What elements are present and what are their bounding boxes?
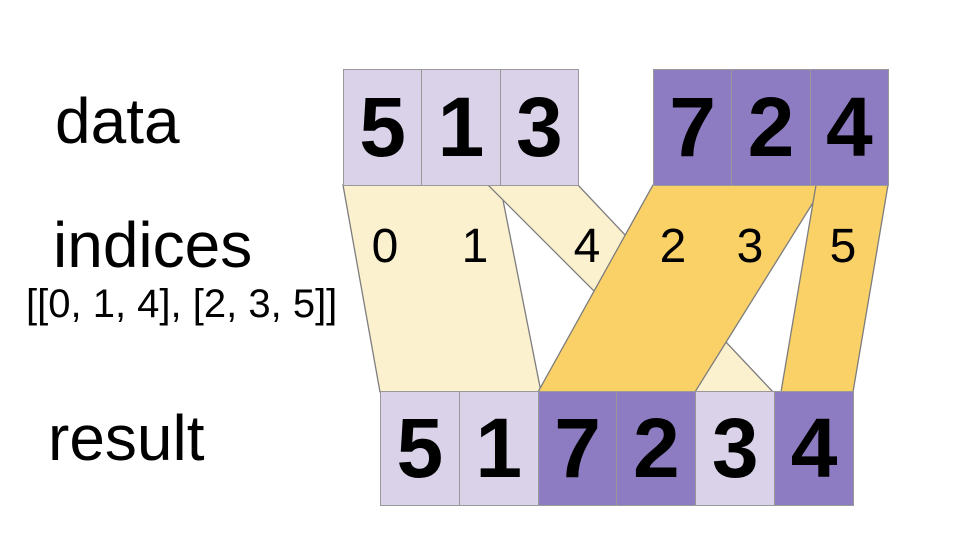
data-cell-g2-2: 4	[810, 70, 888, 185]
data-cell-g1-2: 3	[500, 70, 578, 185]
result-cell-2: 7	[538, 392, 618, 505]
result-cell-0: 5	[381, 392, 460, 505]
result-label: result	[48, 402, 205, 474]
result-cell-3: 2	[617, 392, 697, 505]
result-cell-4: 3	[696, 392, 776, 505]
indices-value-text: [[0, 1, 4], [2, 3, 5]]	[26, 282, 338, 326]
data-cell-g2-1: 2	[732, 70, 811, 185]
data-cell-g1-0: 5	[344, 70, 423, 185]
result-cell-5: 4	[775, 392, 853, 505]
index-value-0: 0	[372, 220, 399, 273]
index-value-4: 3	[737, 220, 764, 273]
ribbon-group1-main	[342, 184, 542, 393]
result-array: 5 1 7 2 3 4	[380, 391, 854, 506]
data-label: data	[55, 85, 180, 157]
data-array-group1: 5 1 3	[343, 69, 579, 186]
data-cell-g1-1: 1	[422, 70, 501, 185]
result-cell-1: 1	[459, 392, 539, 505]
index-value-5: 5	[830, 220, 857, 273]
index-value-3: 2	[660, 220, 687, 273]
data-cell-g2-0: 7	[654, 70, 733, 185]
index-value-2: 4	[574, 220, 601, 273]
indices-label: indices	[53, 209, 253, 281]
data-array-group2: 7 2 4	[653, 69, 889, 186]
index-value-1: 1	[462, 220, 489, 273]
